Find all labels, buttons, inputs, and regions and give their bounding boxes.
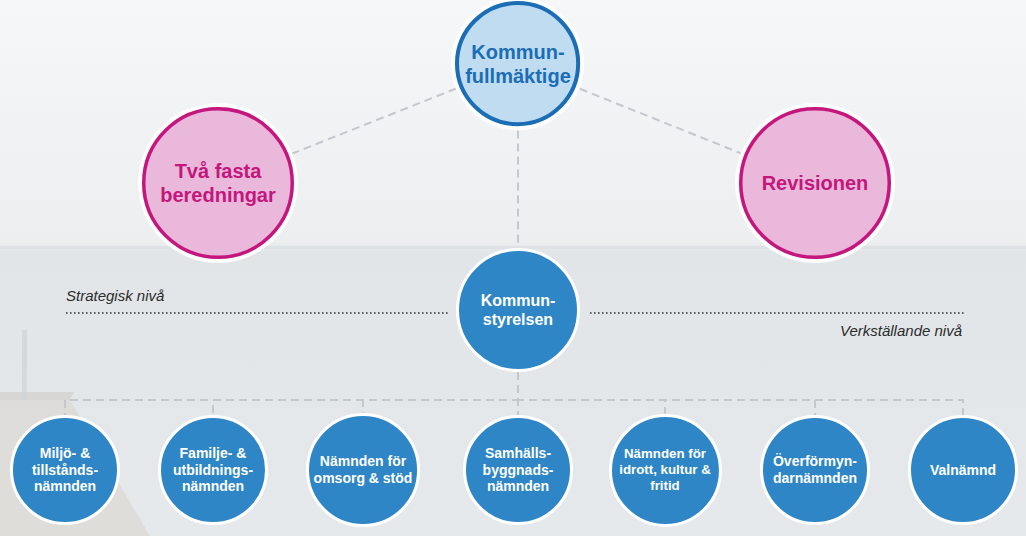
connector bbox=[65, 372, 518, 415]
node-label: Kommun- fullmäktige bbox=[460, 40, 576, 88]
pier-post bbox=[22, 330, 27, 400]
circle-shape bbox=[456, 248, 580, 372]
connector bbox=[518, 372, 815, 415]
level-divider bbox=[66, 312, 448, 314]
board-committee-circle: Samhälls- byggnads- nämnden bbox=[463, 415, 573, 525]
connector bbox=[213, 372, 518, 415]
node-label: Nämnden för idrott, kultur & fritid bbox=[611, 446, 719, 494]
connector bbox=[517, 131, 519, 244]
council-circle: Kommun- fullmäktige bbox=[455, 1, 580, 126]
node-label: Miljö- & tillstånds- nämnden bbox=[11, 445, 119, 495]
board-committee-circle: Miljö- & tillstånds- nämnden bbox=[10, 415, 120, 525]
circle-outline bbox=[610, 415, 720, 525]
board-committee-circle: Överförmyn- darnämnden bbox=[760, 415, 870, 525]
circle-outline bbox=[741, 109, 890, 258]
node-label: Valnämnd bbox=[909, 462, 1017, 479]
circle-halo bbox=[453, 0, 582, 129]
pier bbox=[0, 400, 150, 536]
node-label: Familje- & utbildnings- nämnden bbox=[159, 445, 267, 495]
board-committee-circle: Nämnden för omsorg & stöd bbox=[306, 413, 420, 527]
circle-outline bbox=[762, 417, 869, 524]
circle-outline bbox=[160, 417, 267, 524]
board-committee-circle: Valnämnd bbox=[908, 415, 1018, 525]
board-committee-circle: Nämnden för idrott, kultur & fritid bbox=[609, 414, 722, 527]
level-label: Verkställande nivå bbox=[840, 322, 962, 339]
circle-halo bbox=[140, 105, 296, 261]
audit-circle: Revisionen bbox=[739, 107, 891, 259]
circle-outline bbox=[465, 417, 572, 524]
circle-outline bbox=[144, 109, 293, 258]
circle-shape bbox=[455, 1, 580, 126]
node-label: Revisionen bbox=[749, 171, 881, 195]
level-label: Strategisk nivå bbox=[66, 287, 164, 304]
board-committee-circle: Familje- & utbildnings- nämnden bbox=[158, 415, 268, 525]
connector bbox=[580, 89, 741, 153]
circle-outline bbox=[307, 414, 418, 525]
connector bbox=[518, 372, 963, 415]
connector bbox=[292, 89, 456, 154]
committee-circle: Två fasta beredningar bbox=[142, 107, 294, 259]
connector bbox=[363, 372, 518, 413]
circle-outline bbox=[458, 250, 579, 371]
board-circle: Kommun- styrelsen bbox=[456, 248, 580, 372]
connector bbox=[518, 372, 665, 414]
circle-halo bbox=[737, 105, 893, 261]
node-label: Överförmyn- darnämnden bbox=[761, 453, 869, 487]
node-label: Kommun- styrelsen bbox=[470, 291, 566, 329]
pier-edge bbox=[0, 392, 74, 400]
circle-shape bbox=[142, 107, 294, 259]
node-label: Samhälls- byggnads- nämnden bbox=[464, 445, 572, 495]
circle-outline bbox=[457, 3, 578, 124]
level-divider bbox=[590, 312, 965, 314]
circle-outline bbox=[910, 417, 1017, 524]
circle-outline bbox=[12, 417, 119, 524]
node-label: Två fasta beredningar bbox=[152, 159, 284, 207]
node-label: Nämnden för omsorg & stöd bbox=[309, 453, 417, 487]
